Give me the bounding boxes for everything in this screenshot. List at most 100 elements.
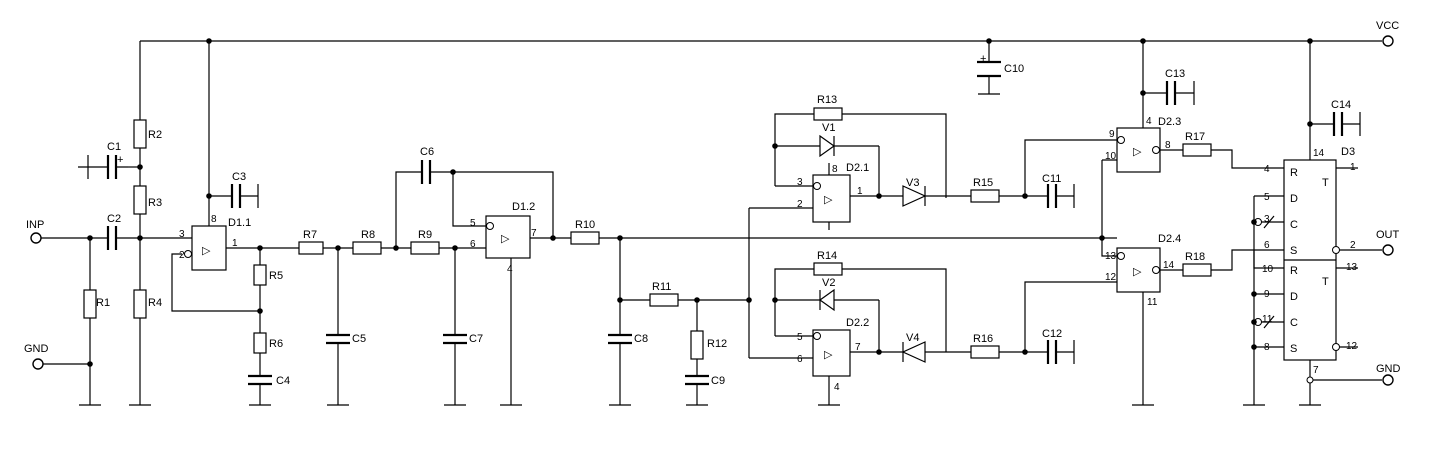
label-d21: D2.1 (846, 162, 869, 174)
pin-d22-in-b: 6 (797, 354, 803, 365)
d3-func-r1: R (1290, 167, 1298, 179)
resistor-r15-body (970, 189, 1000, 203)
pin-d3-left-1: 4 (1264, 164, 1270, 175)
label-c1: C1 (107, 141, 121, 153)
component-labels: R1 R2 R3 R4 R5 R6 R7 R8 R9 R10 R11 R12 R… (96, 63, 1355, 387)
diodes (818, 134, 927, 363)
pin-d3-top: 14 (1313, 148, 1325, 159)
terminal-vcc (1382, 35, 1394, 47)
label-c9: C9 (711, 375, 725, 387)
ic-d3-inv-circle-4 (1332, 343, 1340, 351)
label-r7: R7 (303, 229, 317, 241)
pin-d24-in-a: 13 (1105, 251, 1117, 262)
ic-d23-out-circle (1152, 146, 1160, 154)
resistor-r1-body (83, 289, 97, 319)
pin-d3-right-3: 13 (1346, 262, 1358, 273)
pin-d3-left-6: 9 (1264, 289, 1270, 300)
resistor-r16-body (970, 345, 1000, 359)
d3-func-t2: T (1322, 276, 1329, 288)
label-r13: R13 (817, 94, 837, 106)
ic-d3-clock-mark-b (1263, 315, 1275, 329)
ic-d23-buffer-mark: ▷ (1133, 146, 1142, 158)
capacitor-c14-plates (1332, 112, 1344, 136)
ic-d3-inv-circle-3 (1332, 246, 1340, 254)
resistor-r18-body (1182, 263, 1212, 277)
resistor-r3-body (133, 185, 147, 215)
pin-d21-sup: 8 (832, 164, 838, 175)
resistors (83, 107, 1212, 360)
pin-d12-in-a: 5 (470, 218, 476, 229)
label-r3: R3 (148, 197, 162, 209)
label-r6: R6 (269, 338, 283, 350)
capacitor-c10-polarity: + (980, 53, 986, 65)
pin-d24-in-b: 12 (1105, 272, 1117, 283)
resistor-r8-body (352, 241, 382, 255)
pin-d3-right-1: 1 (1350, 162, 1356, 173)
junctions (87, 38, 1313, 367)
pin-d11-in-a: 3 (179, 229, 185, 240)
resistor-r7-body (298, 241, 324, 255)
capacitor-c1-polarity: + (117, 154, 123, 166)
pin-d11-out: 1 (232, 238, 238, 249)
pin-d3-left-3: 3 (1264, 214, 1270, 225)
pin-d22-in-a: 5 (797, 332, 803, 343)
terminal-gnd-right-label: GND (1376, 363, 1401, 375)
pin-d11-in-b: 2 (179, 250, 185, 261)
capacitor-c6-plates (420, 160, 432, 184)
capacitor-c7-plates (443, 333, 467, 345)
diode-v1-symbol (819, 134, 836, 158)
resistor-r11-body (649, 293, 679, 307)
ic-d24-out-circle (1152, 266, 1160, 274)
d3-func-d1: D (1290, 193, 1298, 205)
label-r16: R16 (973, 333, 993, 345)
label-d11: D1.1 (228, 217, 251, 229)
terminal-inp-label: INP (26, 219, 44, 231)
label-c8: C8 (634, 333, 648, 345)
pin-d12-in-b: 6 (470, 239, 476, 250)
pin-d24-out: 14 (1163, 260, 1175, 271)
resistor-r10-body (570, 231, 600, 245)
pin-d22-out: 7 (855, 342, 861, 353)
label-r12: R12 (707, 338, 727, 350)
ic-d11-buffer-mark: ▷ (202, 245, 211, 257)
capacitor-c10-plates (977, 60, 1001, 78)
ic-d24-buffer-mark: ▷ (1133, 266, 1142, 278)
label-r15: R15 (973, 177, 993, 189)
pin-d23-out: 8 (1165, 140, 1171, 151)
d3-func-s2: S (1290, 343, 1297, 355)
label-c11: C11 (1042, 173, 1061, 185)
terminal-gnd-left (32, 358, 44, 370)
pin-d3-left-5: 10 (1262, 264, 1274, 275)
resistor-r13-body (813, 107, 843, 121)
label-c4: C4 (276, 375, 290, 387)
ic-d21-inv-circle (813, 182, 821, 190)
label-c12: C12 (1042, 328, 1062, 340)
resistor-r6-body (253, 332, 267, 354)
label-r5: R5 (269, 270, 283, 282)
ic-d12-body (485, 215, 531, 259)
resistor-r9-body (410, 241, 440, 255)
capacitor-c2-plates (106, 226, 118, 250)
pin-d3-left-7: 11 (1262, 314, 1273, 325)
label-c13: C13 (1165, 68, 1185, 80)
ic-d3-clock-mark-a (1263, 215, 1275, 229)
ic-d22-inv-circle (813, 332, 821, 340)
pin-d21-out: 1 (857, 186, 863, 197)
d3-func-r2: R (1290, 265, 1298, 277)
ics: ▷ ▷ ▷ ▷ ▷ ▷ (184, 127, 1340, 384)
terminal-vcc-label: VCC (1376, 20, 1399, 32)
pin-d3-right-4: 12 (1346, 341, 1358, 352)
ic-d22-buffer-mark: ▷ (824, 349, 833, 361)
label-r9: R9 (418, 229, 432, 241)
label-d23: D2.3 (1158, 116, 1181, 128)
pin-d11-sup: 8 (211, 214, 217, 225)
label-r1: R1 (96, 297, 110, 309)
label-r18: R18 (1185, 251, 1205, 263)
pin-d12-sup: 4 (507, 264, 513, 275)
pin-d3-bot: 7 (1313, 365, 1319, 376)
pin-d22-sup: 4 (834, 382, 840, 393)
pin-d3-right-2: 2 (1350, 240, 1356, 251)
pin-d3-left-8: 8 (1264, 342, 1270, 353)
label-r4: R4 (148, 297, 162, 309)
label-v3: V3 (906, 177, 919, 189)
